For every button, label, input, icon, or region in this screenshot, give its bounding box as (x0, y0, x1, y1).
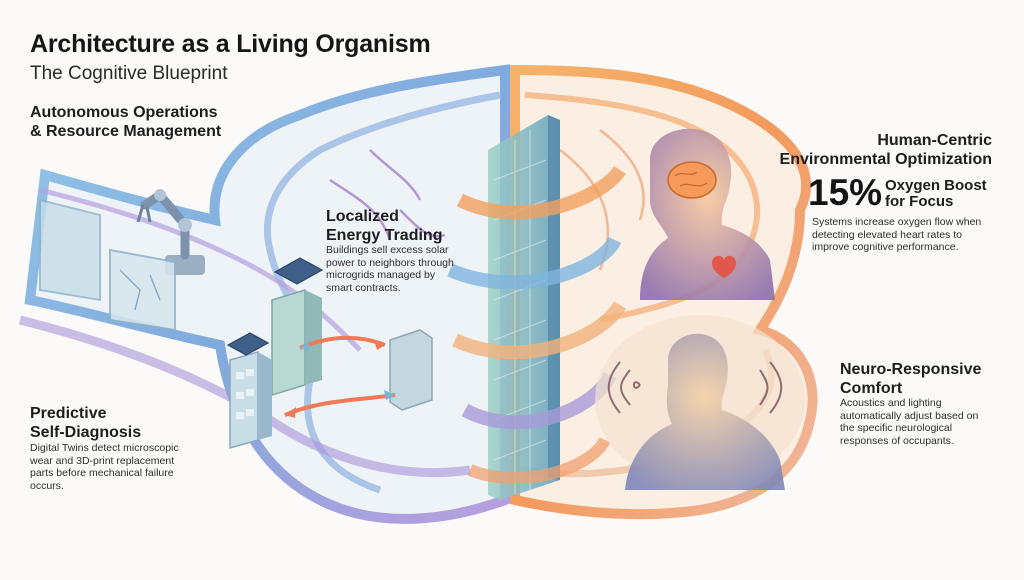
building-icon (229, 288, 433, 449)
heading-line: for Focus (885, 193, 954, 210)
central-tower (488, 115, 560, 500)
heading-line: Human-Centric (877, 132, 992, 149)
heading-line: Oxygen Boost (885, 177, 987, 194)
body-line: automatically adjust based on (840, 409, 979, 422)
body-line: Acoustics and lighting (840, 397, 942, 409)
body-line: power to neighbors through (326, 256, 454, 269)
heading-line: Autonomous Operations (30, 104, 218, 121)
heading-line: Self-Diagnosis (30, 424, 142, 441)
diagnosis-heading: Predictive Self-Diagnosis (30, 404, 141, 442)
sound-wave-icon (607, 361, 783, 414)
brain-icon (667, 161, 717, 199)
page-subtitle: The Cognitive Blueprint (30, 63, 228, 84)
oxygen-body: Systems increase oxygen flow when detect… (812, 216, 981, 254)
heading-line: & Resource Management (30, 123, 222, 140)
human-centric-heading: Human-Centric Environmental Optimization (780, 131, 992, 169)
human-silhouette-icon (595, 315, 805, 490)
body-line: smart contracts. (326, 281, 401, 294)
body-line: wear and 3D-print replacement (30, 454, 175, 467)
body-line: Digital Twins detect microscopic (30, 442, 179, 454)
heading-line: Neuro-Responsive (840, 361, 982, 378)
body-line: Buildings sell excess solar (326, 244, 449, 256)
heading-line: Localized (326, 208, 399, 225)
diagnosis-body: Digital Twins detect microscopic wear an… (30, 442, 179, 492)
body-line: detecting elevated heart rates to (812, 228, 963, 241)
heading-line: Comfort (840, 380, 903, 397)
heading-line: Predictive (30, 405, 107, 422)
heading-line: Energy Trading (326, 227, 443, 244)
body-line: occurs. (30, 479, 64, 492)
autonomous-heading: Autonomous Operations & Resource Managem… (30, 103, 221, 141)
body-line: microgrids managed by (326, 269, 436, 281)
body-line: improve cognitive performance. (812, 241, 959, 253)
heading-line: Environmental Optimization (779, 151, 992, 168)
body-line: parts before mechanical failure (30, 467, 174, 479)
energy-heading: Localized Energy Trading (326, 207, 442, 245)
oxygen-stat: 15% (808, 172, 883, 213)
body-line: the specific neurological (840, 422, 953, 434)
page-title: Architecture as a Living Organism (30, 30, 431, 58)
energy-body: Buildings sell excess solar power to nei… (326, 244, 454, 294)
body-line: Systems increase oxygen flow when (812, 216, 982, 228)
oxygen-heading: Oxygen Boost for Focus (885, 178, 987, 210)
neuro-body: Acoustics and lighting automatically adj… (840, 397, 978, 447)
body-line: responses of occupants. (840, 434, 954, 447)
neuro-heading: Neuro-Responsive Comfort (840, 360, 981, 398)
solar-panel-icon (226, 257, 324, 356)
heart-icon (712, 255, 736, 278)
wall-panels (39, 198, 176, 332)
exchange-arrow-icon (284, 335, 396, 418)
